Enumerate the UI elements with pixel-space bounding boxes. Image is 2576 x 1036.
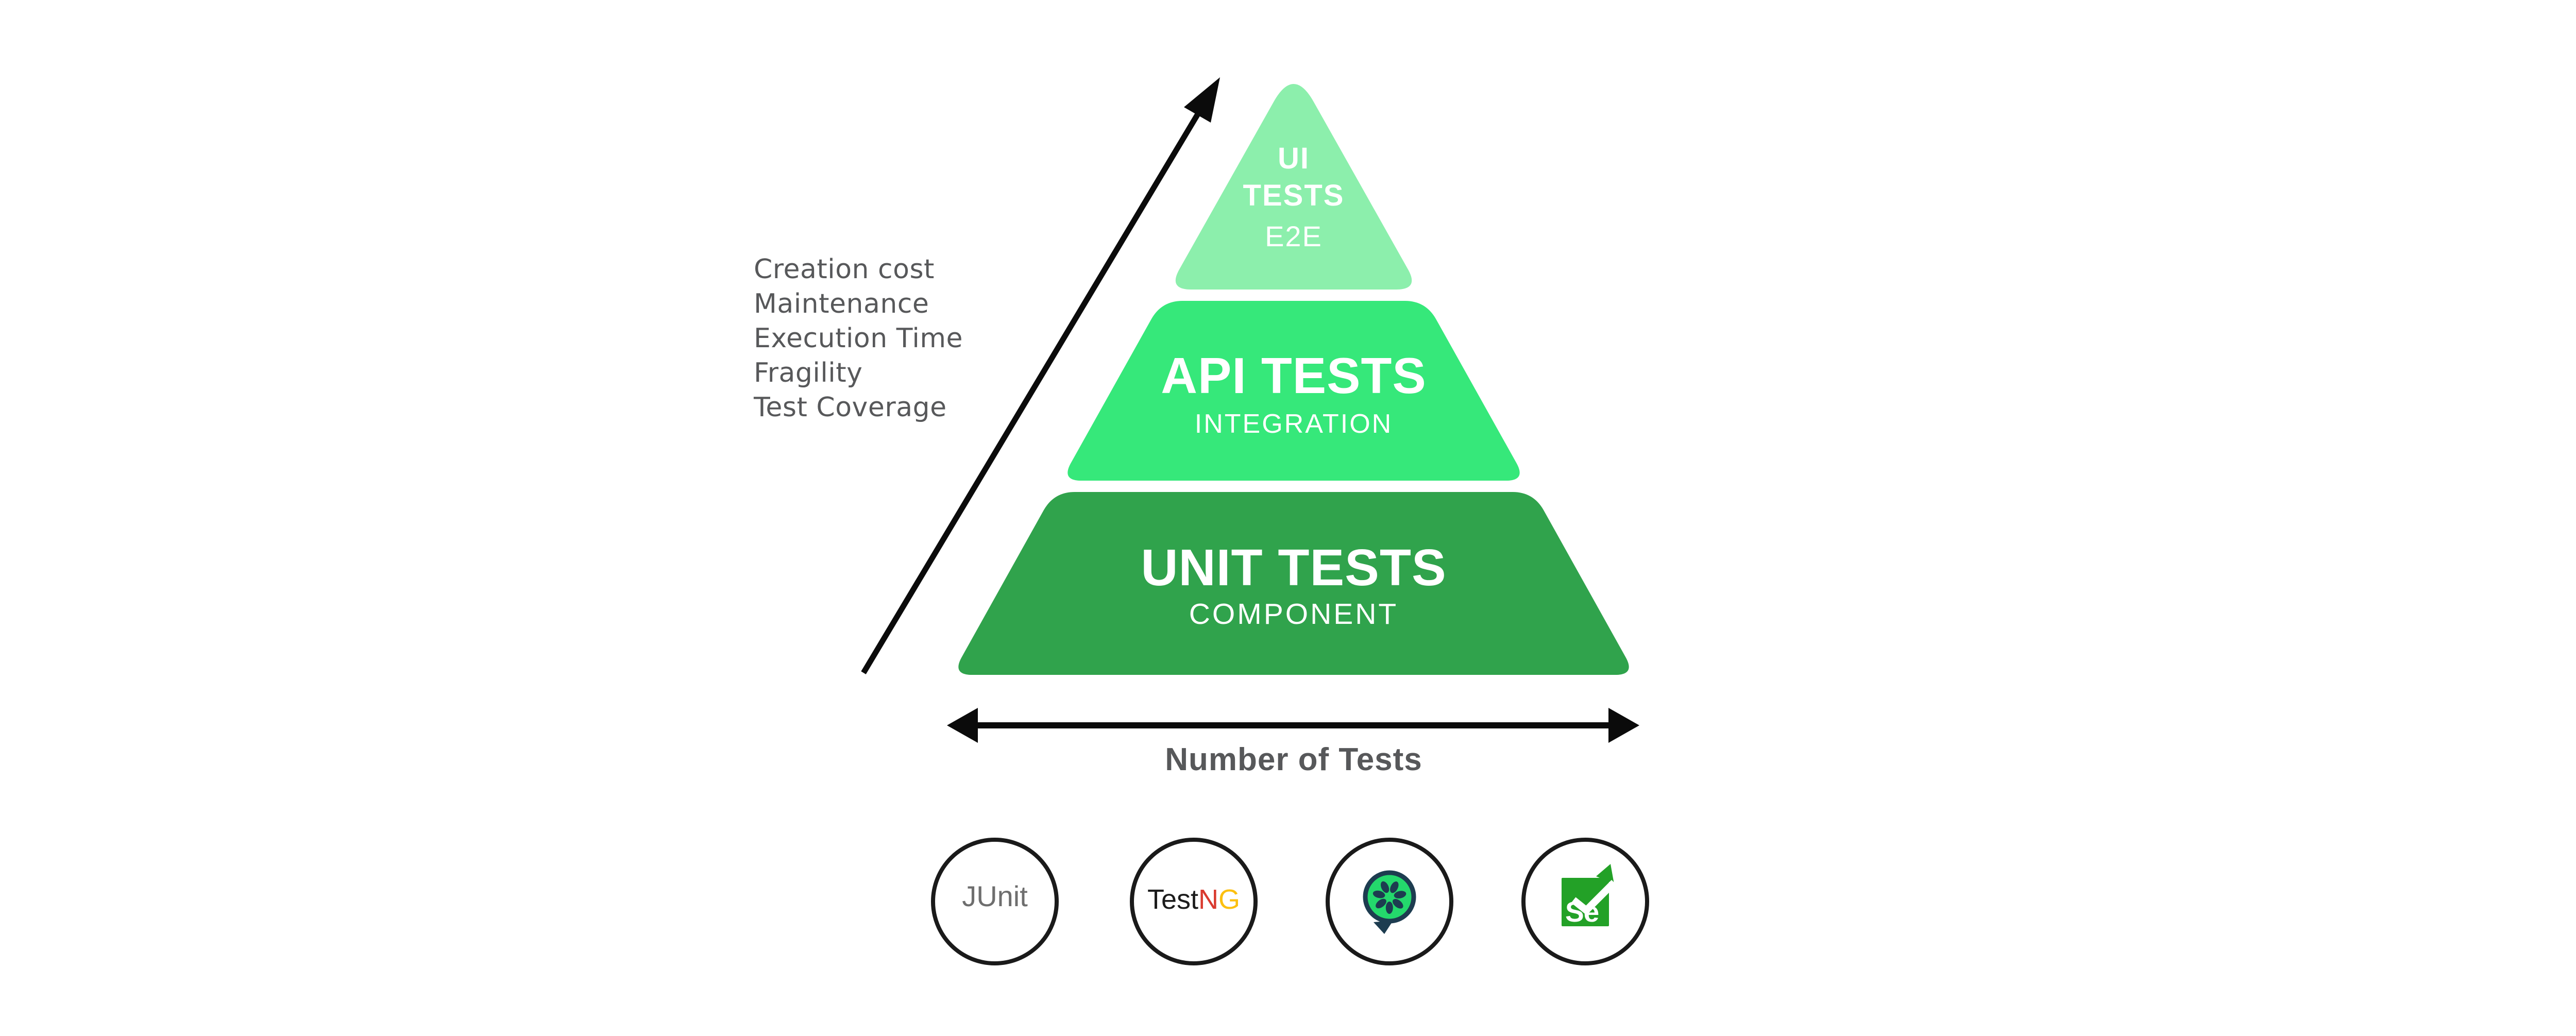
cost-axis-label: Test Coverage <box>754 392 947 423</box>
testng-label-part-g: G <box>1218 884 1241 915</box>
junit-logo-circle <box>931 838 1059 965</box>
cost-axis-label: Creation cost <box>754 254 935 285</box>
selenium-icon: Se <box>1562 864 1617 928</box>
selenium-square <box>1562 878 1609 926</box>
cost-axis-label: Fragility <box>754 358 863 388</box>
api-tests-title: API TESTS <box>1161 347 1427 404</box>
count-axis-arrow <box>947 708 1639 743</box>
selenium-corner-piece <box>1596 864 1614 884</box>
ui-tests-line2: TESTS <box>1243 179 1345 212</box>
testng-label-part-n: N <box>1198 884 1219 915</box>
pyramid-level-api-shape <box>1067 301 1520 481</box>
cost-axis-label: Execution Time <box>754 323 963 354</box>
cost-axis-label: Maintenance <box>754 288 929 319</box>
unit-tests-subtitle: COMPONENT <box>1189 598 1399 631</box>
selenium-label: Se <box>1565 896 1599 928</box>
testng-logo-circle <box>1130 838 1258 965</box>
cost-axis-arrow <box>861 77 1220 674</box>
count-axis-right-arrowhead-icon <box>1608 708 1639 743</box>
selenium-checkmark-icon <box>1571 880 1617 915</box>
count-axis-label: Number of Tests <box>1165 742 1422 777</box>
unit-tests-title: UNIT TESTS <box>1141 539 1447 597</box>
api-tests-subtitle: INTEGRATION <box>1194 409 1393 439</box>
cost-axis-arrow-shaft <box>861 108 1203 674</box>
ui-tests-line3: E2E <box>1265 220 1323 252</box>
testng-label-part-test: Test <box>1147 884 1199 915</box>
cost-axis-arrowhead-icon <box>1184 77 1220 123</box>
cost-axis-labels: Creation cost Maintenance Execution Time… <box>754 252 963 425</box>
cucumber-bubble <box>1363 870 1416 924</box>
cucumber-seeds <box>1372 881 1406 914</box>
junit-label: JUnit <box>962 880 1028 912</box>
cucumber-slice-icon <box>1363 870 1416 934</box>
cucumber-bubble-tail <box>1374 921 1393 934</box>
testng-label: TestNG <box>1127 886 1261 913</box>
ui-tests-line1: UI <box>1278 142 1310 175</box>
pyramid-level-unit-shape <box>958 492 1629 675</box>
count-axis-left-arrowhead-icon <box>947 708 978 743</box>
pyramid-level-ui-shape <box>1175 84 1412 290</box>
